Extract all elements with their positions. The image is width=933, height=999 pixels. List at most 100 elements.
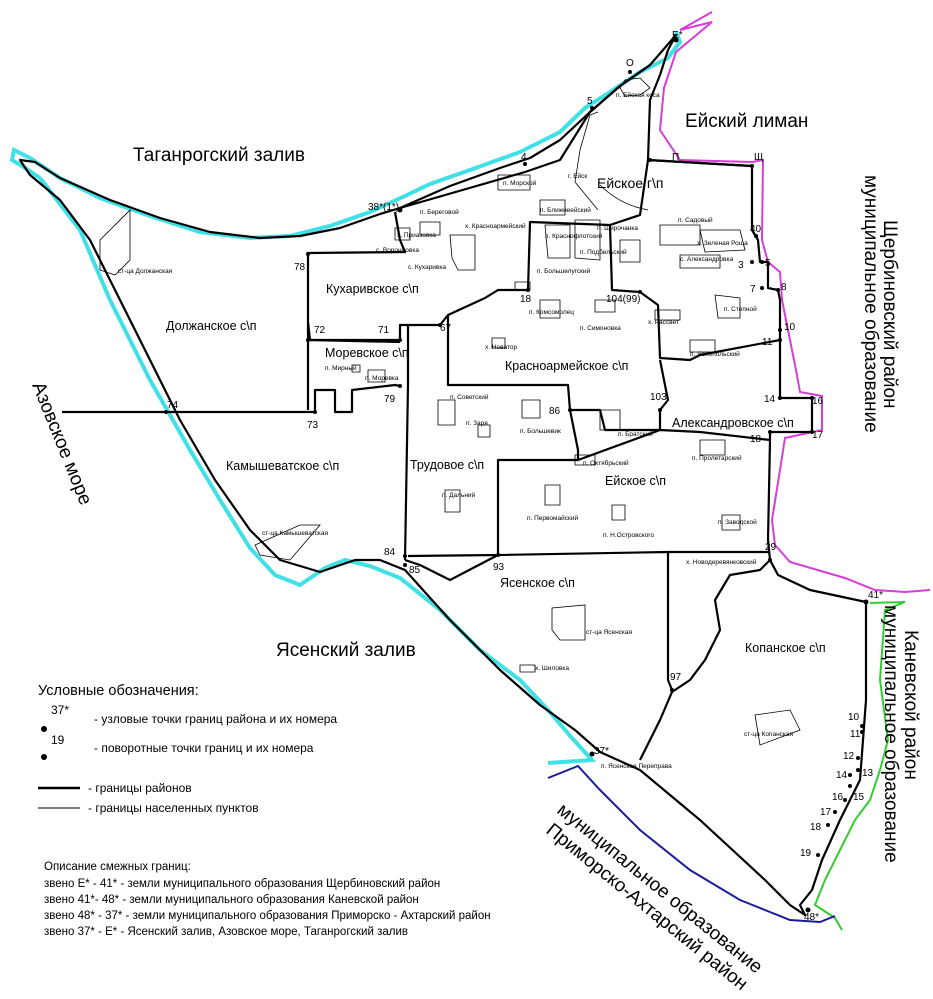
settlement-label: х. Зеленая Роща bbox=[697, 240, 748, 247]
point-label: 18 bbox=[520, 294, 532, 305]
point-label: 85 bbox=[409, 565, 421, 576]
point-label: 10 bbox=[848, 712, 860, 723]
settlement-label: ст-ца Копанская bbox=[744, 731, 794, 738]
label-kanevskoy-2: Каневской район bbox=[900, 630, 921, 780]
point-label: 71 bbox=[378, 325, 390, 336]
point-label: 3 bbox=[738, 260, 744, 271]
settlement-label: п. Моревка bbox=[365, 375, 399, 382]
point-label: 18 bbox=[810, 822, 822, 833]
settlement-label: п. Мирный bbox=[325, 364, 357, 372]
settlement-label: п. Ближнеейский bbox=[540, 206, 591, 214]
point-label: 16 bbox=[812, 396, 824, 407]
settlement-label: х. Шиловка bbox=[535, 665, 569, 672]
description-line: звено 41*- 48* - земли муниципального об… bbox=[44, 894, 419, 906]
legend-turn-number: 19 bbox=[51, 733, 65, 747]
settlement-label: п. Советский bbox=[450, 393, 489, 401]
district-yeiskoe-gp: Ейское г\п bbox=[597, 175, 663, 191]
settlement-label: с. Александровка bbox=[680, 256, 733, 263]
district-yasenskoe: Ясенское с\п bbox=[500, 576, 575, 590]
description-line: звено Е* - 41* - земли муниципального об… bbox=[44, 878, 440, 890]
border-description: Описание смежных границ: звено Е* - 41* … bbox=[44, 861, 491, 938]
boundary-points: Е* О 5 4 38*(1*) П Щ 40 3 5 7 8 10 11 14… bbox=[164, 30, 883, 923]
point-label: 103 bbox=[650, 392, 667, 403]
settlement-label: п. Первомайский bbox=[527, 514, 578, 522]
label-kanevskoy-1: муниципальное образование bbox=[880, 605, 901, 863]
primorsko-border bbox=[547, 764, 836, 924]
legend-district-text: - границы районов bbox=[88, 781, 192, 795]
settlement-label: с. Кухаривка bbox=[408, 264, 446, 271]
settlement-label: х. Новатор bbox=[485, 344, 518, 351]
district-yeiskoe-sp: Ейское с\п bbox=[605, 474, 666, 488]
point-label: 7 bbox=[750, 284, 756, 295]
district-dolzhanskoe: Должанское с\п bbox=[166, 319, 257, 333]
label-shcherbinovsky-1: муниципальное образование bbox=[860, 175, 881, 433]
settlement-label: х. Рассвет bbox=[648, 319, 679, 326]
point-label: 17 bbox=[812, 430, 824, 441]
description-line: звено 37* - Е* - Ясенский залив, Азовско… bbox=[44, 926, 408, 938]
coastline-north bbox=[9, 31, 683, 241]
point-label: 4 bbox=[521, 152, 527, 163]
point-label: 48* bbox=[804, 912, 819, 923]
inner-district-borders bbox=[62, 64, 781, 761]
settlement-label: п. Заводской bbox=[718, 518, 757, 526]
point-label: 18 bbox=[750, 434, 762, 445]
point-label: 8 bbox=[781, 282, 787, 293]
point-label: 84 bbox=[384, 547, 396, 558]
settlement-label: х. Приазовка bbox=[397, 232, 436, 239]
point-label: 11 bbox=[762, 337, 773, 348]
settlement-label: х. Красноармейский bbox=[465, 222, 526, 230]
district-aleksandrovskoe: Александровское с\п bbox=[672, 416, 794, 430]
point-label: 93 bbox=[493, 562, 505, 573]
settlement-label: п. Н.Островского bbox=[603, 532, 655, 539]
district-kukharivskoe: Кухаривское с\п bbox=[326, 282, 419, 296]
legend: Условные обозначения: 37* - узловые точк… bbox=[38, 683, 337, 815]
point-label: 17 bbox=[820, 807, 832, 818]
settlement-label: п. Подбельский bbox=[580, 248, 627, 256]
settlement-label: п. Октябрьский bbox=[583, 459, 629, 467]
settlement-label: п. Заря bbox=[466, 420, 488, 427]
shcherbinovsky-border bbox=[658, 11, 931, 594]
point-label: 38*(1*) bbox=[368, 202, 399, 213]
label-primorsko-2: Приморско-Ахтарский район bbox=[542, 820, 752, 995]
point-label: О bbox=[626, 58, 634, 69]
kanevskoy-border bbox=[813, 601, 906, 931]
point-label: 5 bbox=[587, 96, 593, 107]
district-krasnoarmeyskoe: Красноармейское с\п bbox=[505, 359, 628, 373]
point-label: 67 bbox=[440, 323, 452, 334]
point-label: 104(99) bbox=[606, 294, 640, 305]
label-primorsko-1: муниципальное образование bbox=[553, 800, 766, 978]
settlement-label: п. Комсомолец bbox=[529, 309, 574, 316]
district-kopanskoe: Копанское с\п bbox=[745, 641, 826, 655]
settlement-label: ст-ца Должанская bbox=[118, 268, 173, 275]
settlement-label: п. Береговой bbox=[420, 208, 459, 216]
point-label: 37* bbox=[594, 746, 609, 757]
point-label: Щ bbox=[754, 152, 763, 163]
settlement-label: п. Морской bbox=[503, 179, 537, 187]
district-morevskoe: Моревское с\п bbox=[325, 346, 409, 360]
settlement-label: п. Симоновка bbox=[580, 325, 621, 332]
district-trudovoe: Трудовое с\п bbox=[410, 458, 484, 472]
settlement-label: х. Новодеревянковский bbox=[686, 558, 757, 566]
settlement-label: п. Дальний bbox=[442, 491, 476, 499]
district-outer-border bbox=[18, 33, 868, 917]
settlement-label: п. Широчанка bbox=[597, 225, 638, 232]
description-title: Описание смежных границ: bbox=[44, 861, 191, 873]
point-label: 13 bbox=[862, 768, 874, 779]
settlement-label: п. Большелугский bbox=[537, 267, 591, 275]
point-label: 74 bbox=[167, 400, 179, 411]
point-label: 14 bbox=[836, 770, 848, 781]
settlement-label: с. Воронцовка bbox=[376, 247, 419, 254]
settlement-label: п. Братский bbox=[618, 430, 653, 438]
settlement-label: ст-ца Камышеватская bbox=[262, 530, 329, 537]
label-yasen-bay: Ясенский залив bbox=[276, 640, 416, 661]
point-label: 5 bbox=[765, 258, 771, 269]
point-label: 15 bbox=[853, 792, 865, 803]
point-label: 12 bbox=[843, 751, 855, 762]
legend-node-text: - узловые точки границ района и их номер… bbox=[94, 712, 337, 726]
label-azov-sea: Азовское море bbox=[27, 379, 95, 508]
coastline-west bbox=[38, 176, 597, 765]
point-label: 14 bbox=[764, 394, 776, 405]
point-label: 41* bbox=[868, 590, 883, 601]
label-taganrog-bay: Таганрогский залив bbox=[133, 145, 305, 166]
